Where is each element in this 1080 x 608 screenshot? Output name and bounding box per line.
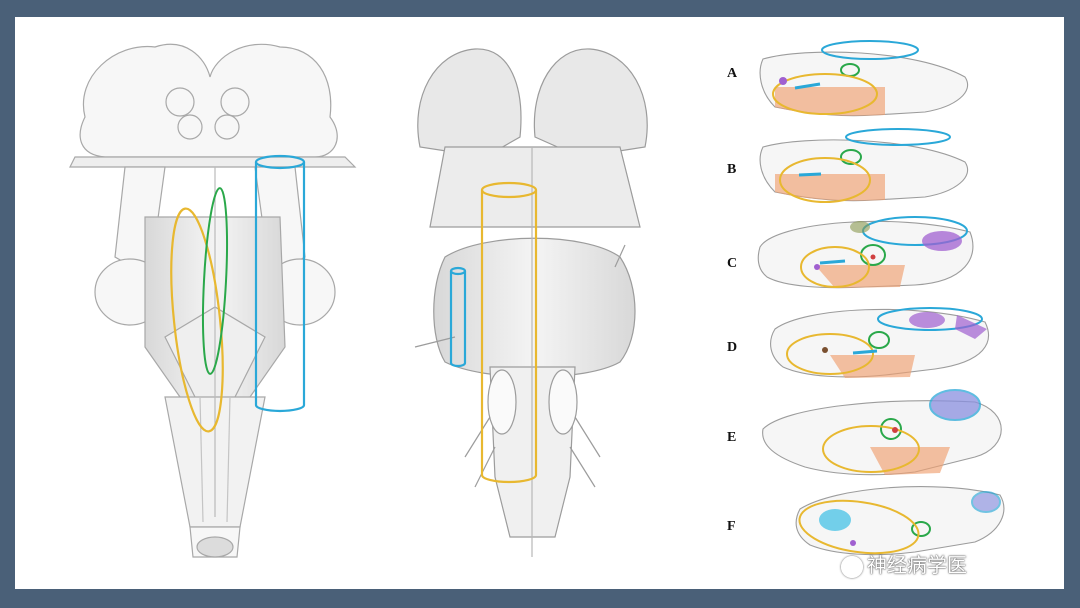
watermark: 神经病学医: [841, 549, 967, 578]
yellow-region-outline: [170, 207, 224, 433]
watermark-text: 神经病学医: [867, 553, 967, 577]
section-e-drawing: [762, 389, 1002, 476]
section-a-drawing: [759, 40, 968, 117]
section-label-d: D: [727, 340, 738, 355]
section-d-drawing: [770, 307, 989, 378]
ventral-brainstem-drawing: [414, 48, 648, 557]
brainstem-illustration: [69, 40, 1005, 558]
section-b-drawing: [759, 128, 968, 203]
blue-cylinder-outline: [254, 154, 306, 413]
yellow-cylinder-outline: [480, 181, 538, 484]
dorsal-brainstem-drawing: [69, 43, 357, 558]
green-region-outline: [201, 187, 229, 375]
section-c-drawing: [757, 216, 974, 289]
blue-small-cylinder-outline: [449, 266, 467, 368]
figure-panel: A B C D E F 神经病学医: [15, 17, 1064, 589]
section-label-e: E: [727, 430, 737, 445]
watermark-logo-icon: [841, 555, 863, 578]
section-label-a: A: [727, 66, 738, 81]
section-label-b: B: [727, 162, 737, 177]
section-label-c: C: [727, 256, 738, 271]
section-f-drawing: [795, 486, 1005, 556]
section-label-f: F: [727, 519, 736, 534]
